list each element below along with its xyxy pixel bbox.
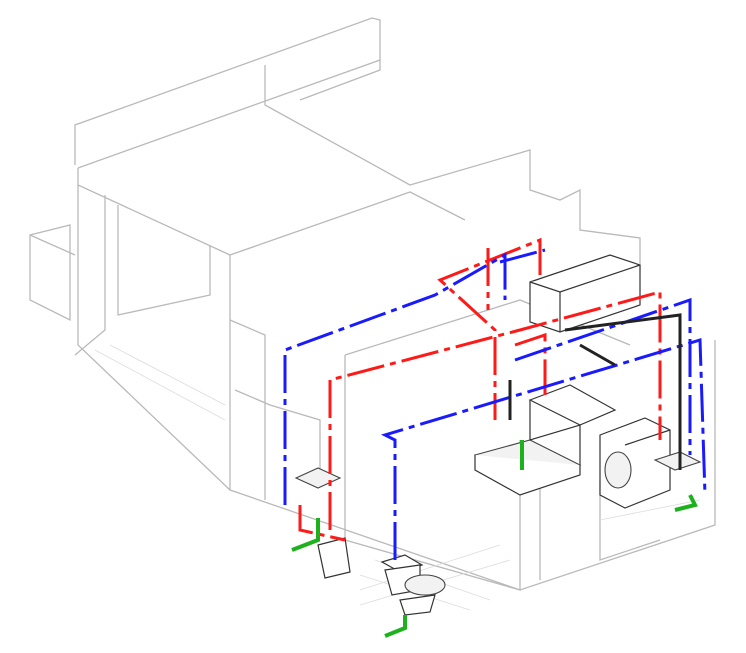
water-heater-icon	[529, 254, 641, 333]
left-cabinet	[229, 319, 266, 500]
cabinet-icon	[317, 537, 351, 579]
hot-pipe-sink	[298, 505, 346, 542]
hot-pipe-loop	[328, 290, 662, 530]
vent-pipe-main	[564, 313, 682, 470]
drain-pipes	[291, 440, 698, 638]
laundry-sink-icon	[473, 384, 617, 496]
building-walls	[29, 17, 716, 611]
drain-toilet	[384, 615, 407, 638]
hot-pipe-main	[437, 237, 542, 420]
floor-grid	[94, 344, 701, 611]
right-parapets	[409, 149, 641, 270]
vent-bracket	[579, 343, 616, 367]
washing-machine-icon	[599, 417, 671, 509]
front-wall-top	[229, 191, 466, 256]
toilet-icon	[380, 554, 446, 616]
left-floor-edge	[77, 185, 231, 491]
roof-partition	[264, 65, 411, 186]
bathroom-top	[344, 299, 631, 356]
bathroom-walls	[344, 355, 521, 591]
hot-pipe-laundry	[514, 332, 547, 395]
hot-water-pipes	[298, 237, 662, 542]
cold-pipe-laundry	[514, 297, 692, 455]
cold-pipe-loop	[380, 338, 707, 560]
drain-sink-left	[291, 518, 320, 552]
cold-pipe-heater	[499, 248, 546, 264]
cold-pipe-main	[283, 252, 507, 505]
cold-water-pipes	[283, 248, 707, 560]
window-frame	[117, 205, 211, 316]
laundry-partition	[599, 480, 661, 561]
left-shelves	[234, 389, 321, 470]
back-parapet	[74, 17, 381, 169]
vent-pipes	[508, 313, 682, 470]
roof-ridge	[299, 60, 381, 101]
door-frame	[74, 195, 106, 356]
drain-laundry	[674, 494, 698, 512]
balcony-railing	[29, 224, 76, 322]
left-roof-edge	[77, 168, 231, 256]
